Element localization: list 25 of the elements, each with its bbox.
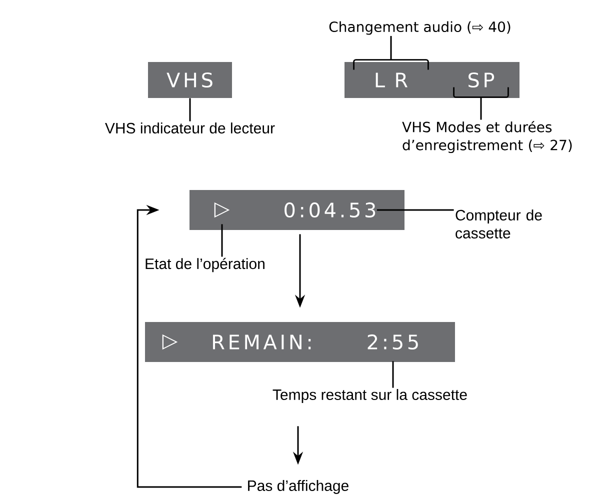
leader-line [189, 98, 191, 122]
display-text: REMAIN: [213, 334, 311, 350]
leader-line [480, 97, 482, 120]
leader-line [221, 224, 223, 257]
display-text: ▷ [162, 334, 178, 350]
arrow [136, 204, 242, 488]
callout-text: Pas d’affichage [248, 480, 348, 494]
display-panel [344, 62, 520, 98]
display-text: L R [376, 72, 408, 88]
display-text: SP [468, 72, 494, 88]
leader-line [390, 36, 392, 60]
display-panel [145, 322, 455, 362]
leader-line [376, 209, 454, 211]
callout-text: Temps restant sur la cassette [272, 389, 467, 403]
display-text: 0:04.53 [284, 202, 376, 218]
display-panel [190, 190, 404, 230]
leader-line [392, 361, 394, 388]
display-panel: VHS [148, 62, 232, 98]
display-text: 2:55 [368, 334, 418, 350]
callout-text: VHS indicateur de lecteur [105, 122, 275, 134]
display-text: ▷ [214, 202, 230, 218]
callout-text: Compteur de cassette [456, 209, 542, 238]
callout-text: VHS Modes et durées d’enregistrement (⇨ 27) [402, 120, 572, 154]
callout-text: Etat de l’opération [146, 258, 264, 272]
callout-text: Changement audio (⇨ 40) [329, 21, 510, 35]
